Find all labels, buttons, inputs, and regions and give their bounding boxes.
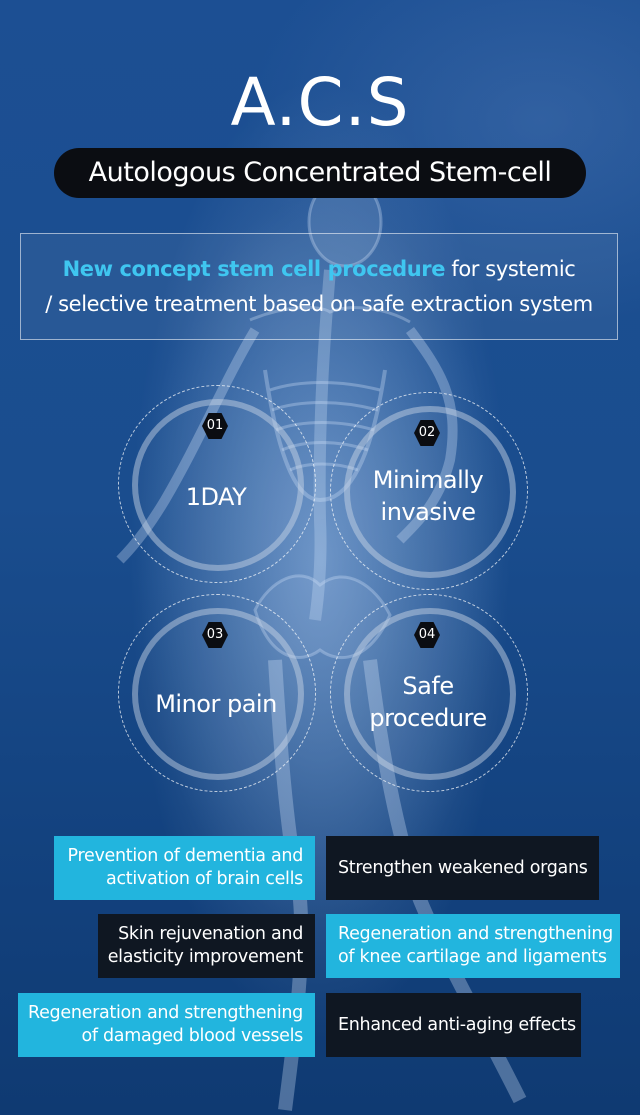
feature-label: Safe procedure [330, 670, 526, 734]
feature-label-line-1: Minor pain [155, 690, 277, 718]
benefit-line-2: elasticity improvement [107, 947, 304, 967]
benefit-line-1: Regeneration and strengthening [338, 924, 613, 944]
concept-line-2: / selective treatment based on safe extr… [45, 292, 593, 316]
feature-number-badge: 02 [414, 420, 440, 446]
dashed-ring [330, 594, 528, 792]
benefit-box-anti-aging: Enhanced anti-aging effects [326, 993, 581, 1057]
concept-line-1-rest: for systemic [445, 257, 576, 281]
benefit-box-brain: Prevention of dementia and activation of … [54, 836, 315, 900]
solid-ring [344, 406, 516, 578]
feature-label-line-2: procedure [369, 704, 487, 732]
feature-circle-04: 04 Safe procedure [330, 594, 530, 794]
feature-circle-02: 02 Minimally invasive [330, 392, 530, 592]
solid-ring [344, 608, 516, 780]
solid-ring [132, 608, 304, 780]
feature-number-badge: 01 [202, 413, 228, 439]
feature-label: 1DAY [118, 481, 314, 513]
feature-label: Minor pain [118, 688, 314, 720]
feature-label-line-1: Minimally [372, 466, 484, 494]
benefit-box-knee: Regeneration and strengthening of knee ca… [326, 914, 620, 978]
solid-ring [132, 399, 304, 571]
benefit-box-blood-vessels: Regeneration and strengthening of damaged… [18, 993, 315, 1057]
dashed-ring [118, 385, 316, 583]
benefit-box-organs: Strengthen weakened organs [326, 836, 599, 900]
dashed-ring [330, 392, 528, 590]
feature-label: Minimally invasive [330, 464, 526, 528]
benefit-line-2: of knee cartilage and ligaments [338, 947, 607, 967]
benefit-line-1: Regeneration and strengthening [28, 1003, 303, 1023]
dashed-ring [118, 594, 316, 792]
feature-label-line-1: 1DAY [185, 483, 247, 511]
concept-description-box: New concept stem cell procedure for syst… [20, 233, 618, 340]
benefit-line-2: activation of brain cells [106, 869, 303, 889]
benefit-line-1: Enhanced anti-aging effects [338, 1014, 576, 1035]
benefit-line-2: of damaged blood vessels [81, 1026, 303, 1046]
feature-circle-01: 01 1DAY [118, 385, 318, 585]
benefit-box-skin: Skin rejuvenation and elasticity improvem… [98, 914, 315, 978]
page-title: A.C.S [230, 64, 410, 141]
benefit-line-1: Skin rejuvenation and [118, 924, 303, 944]
feature-label-line-2: invasive [380, 498, 476, 526]
feature-circle-03: 03 Minor pain [118, 594, 318, 794]
benefit-line-1: Strengthen weakened organs [338, 857, 588, 878]
feature-label-line-1: Safe [402, 672, 454, 700]
subtitle-pill: Autologous Concentrated Stem-cell [54, 148, 586, 198]
feature-number-badge: 04 [414, 622, 440, 648]
concept-highlight: New concept stem cell procedure [62, 257, 446, 281]
benefit-line-1: Prevention of dementia and [67, 846, 304, 866]
concept-line-1: New concept stem cell procedure for syst… [21, 252, 617, 287]
